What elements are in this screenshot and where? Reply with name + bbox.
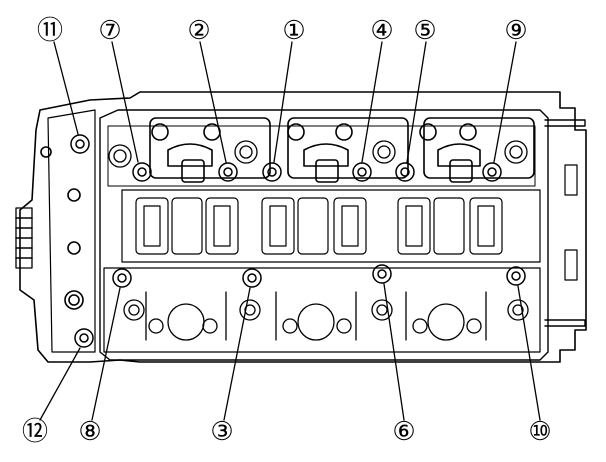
head-bolt-8 xyxy=(112,268,132,288)
callout-6: ⑥ xyxy=(392,417,415,447)
head-bolt-3 xyxy=(242,268,262,288)
callout-12: ⑫ xyxy=(22,417,48,447)
callout-2: ② xyxy=(187,16,210,46)
callout-7: ⑦ xyxy=(98,16,121,46)
leader-lines xyxy=(39,41,541,421)
callout-4: ④ xyxy=(370,16,393,46)
head-bolts xyxy=(70,134,526,348)
head-bolt-5 xyxy=(395,162,415,182)
callout-9: ⑨ xyxy=(504,16,527,46)
rocker-arm-group-3 xyxy=(419,117,535,183)
valve-bank-3 xyxy=(397,197,503,255)
head-bolt-9 xyxy=(482,162,502,182)
rocker-arm-group-2 xyxy=(287,117,409,183)
callout-10: ⑩ xyxy=(528,417,551,447)
head-bolt-2 xyxy=(218,162,238,182)
callout-8: ⑧ xyxy=(78,417,101,447)
head-bolt-12 xyxy=(74,328,94,348)
valve-deck xyxy=(99,109,549,361)
valve-bank-1 xyxy=(135,197,239,255)
head-bolt-6 xyxy=(372,264,392,284)
rocker-arm-group-1 xyxy=(149,117,271,183)
head-bolt-11 xyxy=(70,134,90,154)
cylinder-head-outline xyxy=(19,91,587,363)
valve-bank-2 xyxy=(261,197,367,255)
callout-3: ③ xyxy=(210,417,233,447)
head-bolt-4 xyxy=(352,162,372,182)
callout-11: ⑪ xyxy=(37,16,63,46)
head-bolt-7 xyxy=(132,162,152,182)
callout-5: ⑤ xyxy=(413,16,436,46)
head-bolt-10 xyxy=(506,266,526,286)
callout-1: ① xyxy=(282,16,305,46)
head-bolt-1 xyxy=(262,162,282,182)
